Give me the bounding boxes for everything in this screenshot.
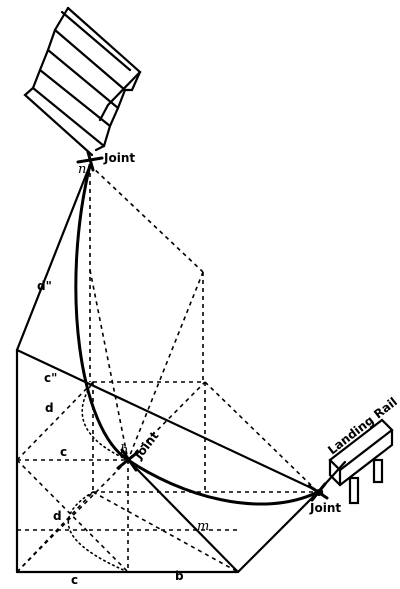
label-c-big: c xyxy=(71,573,78,587)
construction-lines xyxy=(15,163,347,574)
joint-top-label: Joint xyxy=(103,151,135,165)
label-b: b xyxy=(175,569,184,583)
label-d: d xyxy=(45,401,54,415)
joint-bottom-marker xyxy=(307,482,329,502)
label-c-small: c xyxy=(60,445,67,459)
stair-treads xyxy=(23,6,142,157)
label-a: a xyxy=(316,485,324,499)
label-m: m xyxy=(197,519,209,534)
label-d-double: d" xyxy=(37,279,52,293)
label-n: n xyxy=(78,162,86,177)
joint-mid-marker xyxy=(116,448,140,472)
joint-mid-label: Joint xyxy=(131,429,162,463)
label-d-prime: d xyxy=(53,509,62,523)
joint-bottom-label: Joint xyxy=(309,501,341,515)
handrail-curve xyxy=(74,163,320,506)
label-c-double: c" xyxy=(44,371,57,385)
landing-rail-drawing xyxy=(328,418,394,505)
label-h: h xyxy=(120,443,128,458)
